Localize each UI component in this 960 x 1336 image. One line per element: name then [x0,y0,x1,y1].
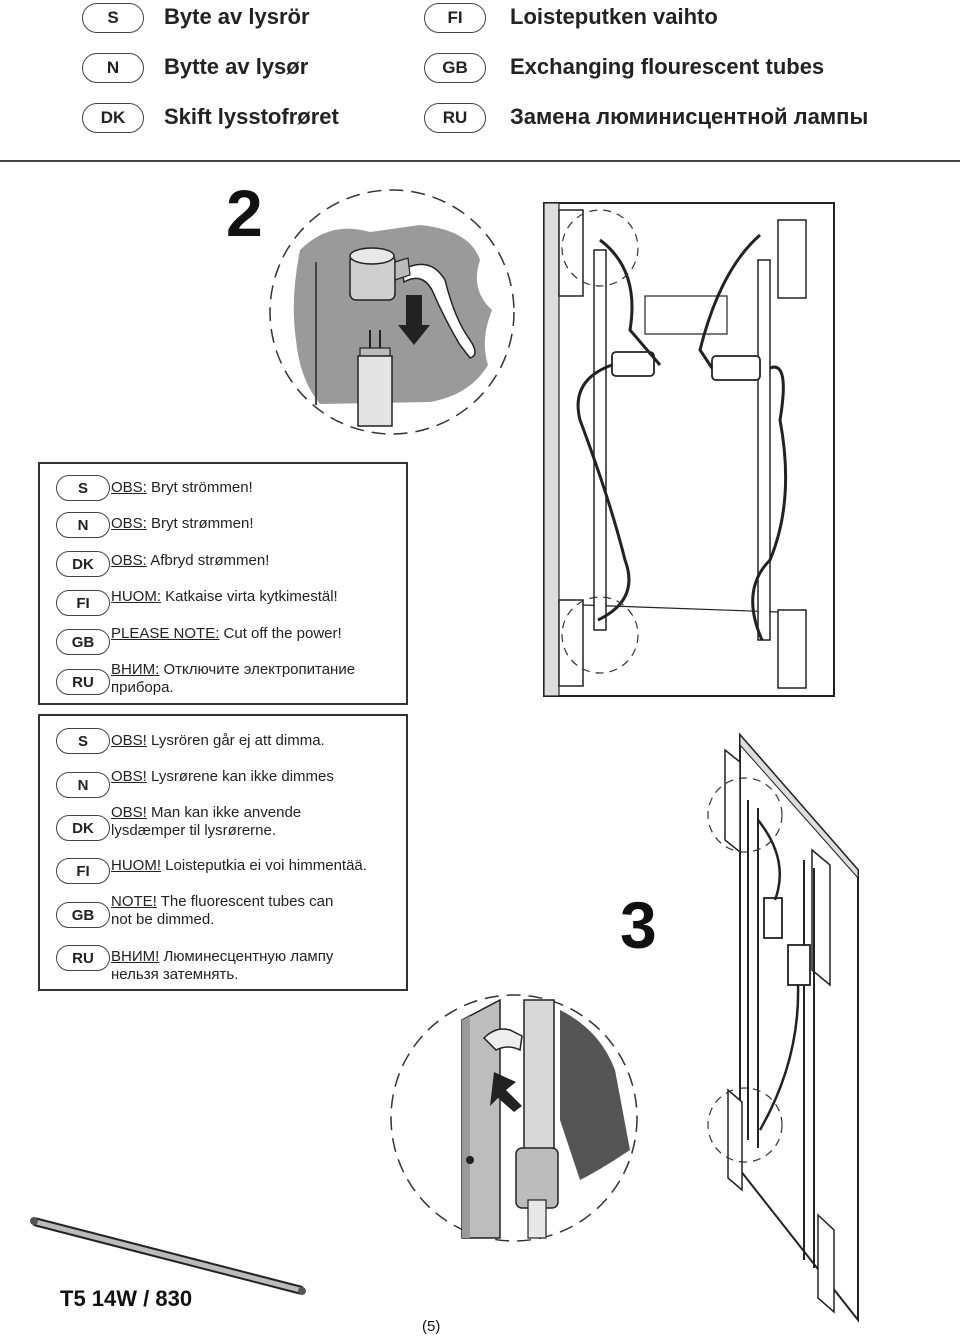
t5-tube-illustration [30,1217,306,1295]
note-lead: OBS: [111,552,147,569]
title-n: Bytte av lysør [164,54,309,79]
note-text: Katkaise virta kytkimestäl! [161,588,338,605]
note-lang-s: S [56,475,110,501]
note-lang-gb: GB [56,629,110,655]
note-lead: ВНИМ: [111,661,160,678]
note-lang-fi: FI [56,858,110,884]
note-lang-ru: RU [56,945,110,971]
note-lead: NOTE! [111,893,157,910]
note-text: Люминесцентную лампу [159,948,334,965]
note-text: Loisteputkia ei voi himmentää. [161,857,367,874]
power-note-fi: HUOM: Katkaise virta kytkimestäl! [111,588,338,606]
note-lang-n: N [56,772,110,798]
note-lead: HUOM! [111,857,161,874]
lang-badge-fi: FI [424,3,486,33]
lang-badge-ru: RU [424,103,486,133]
dim-note-n: OBS! Lysrørene kan ikke dimmes [111,768,334,786]
power-note-gb: PLEASE NOTE: Cut off the power! [111,625,342,643]
note-text-cont: прибора. [111,679,174,696]
note-lang-s: S [56,728,110,754]
lang-badge-n: N [82,53,144,83]
note-text-cont: lysdæmper til lysrørerne. [111,822,277,839]
power-note-s: OBS: Bryt strömmen! [111,479,253,497]
step3-panel-illustration [707,732,859,1323]
note-lead: HUOM: [111,588,161,605]
title-fi: Loisteputken vaihto [510,4,718,29]
note-text-cont: not be dimmed. [111,911,215,928]
page-number: (5) [422,1318,441,1335]
tube-model-label: T5 14W / 830 [60,1286,193,1311]
note-lead: PLEASE NOTE: [111,625,220,642]
power-warning-box: S OBS: Bryt strömmen! N OBS: Bryt strømm… [38,462,408,705]
note-lang-fi: FI [56,590,110,616]
header-divider [0,160,960,162]
lang-badge-s: S [82,3,144,33]
step-number-2: 2 [226,176,263,250]
note-text: Afbryd strømmen! [146,552,270,569]
note-lang-gb: GB [56,902,110,928]
dim-note-fi: HUOM! Loisteputkia ei voi himmentää. [111,857,367,875]
note-text: Bryt strømmen! [146,515,254,532]
lang-badge-dk: DK [82,103,144,133]
dim-note-s: OBS! Lysrören går ej att dimma. [111,732,325,750]
title-s: Byte av lysrör [164,4,310,29]
title-gb: Exchanging flourescent tubes [510,54,825,79]
note-lead: OBS: [111,515,147,532]
note-text: Man kan ikke anvende [146,804,302,821]
note-lang-ru: RU [56,669,110,695]
lang-badge-gb: GB [424,53,486,83]
note-lead: OBS: [111,479,147,496]
note-lead: OBS! [111,804,147,821]
note-text: Lysrørene kan ikke dimmes [146,768,334,785]
note-text-cont: нельзя затемнять. [111,966,239,983]
note-lang-dk: DK [56,551,110,577]
note-text: Lysrören går ej att dimma. [146,732,325,749]
note-lang-dk: DK [56,815,110,841]
step3-zoom-illustration [390,994,638,1242]
step2-panel-illustration [543,202,835,697]
note-text: Bryt strömmen! [146,479,253,496]
step-number-3: 3 [620,888,657,962]
note-lead: OBS! [111,732,147,749]
dimming-warning-box: S OBS! Lysrören går ej att dimma. N OBS!… [38,714,408,991]
step2-zoom-illustration [269,189,515,435]
note-lead: OBS! [111,768,147,785]
note-text: The fluorescent tubes can [156,893,334,910]
title-ru: Замена люминисцентной лампы [510,104,869,129]
title-dk: Skift lysstofrøret [164,104,339,129]
note-lead: ВНИМ! [111,948,160,965]
power-note-dk: OBS: Afbryd strømmen! [111,552,269,570]
note-text: Cut off the power! [219,625,342,642]
note-lang-n: N [56,512,110,538]
power-note-n: OBS: Bryt strømmen! [111,515,254,533]
note-text: Отключите электропитание [159,661,356,678]
